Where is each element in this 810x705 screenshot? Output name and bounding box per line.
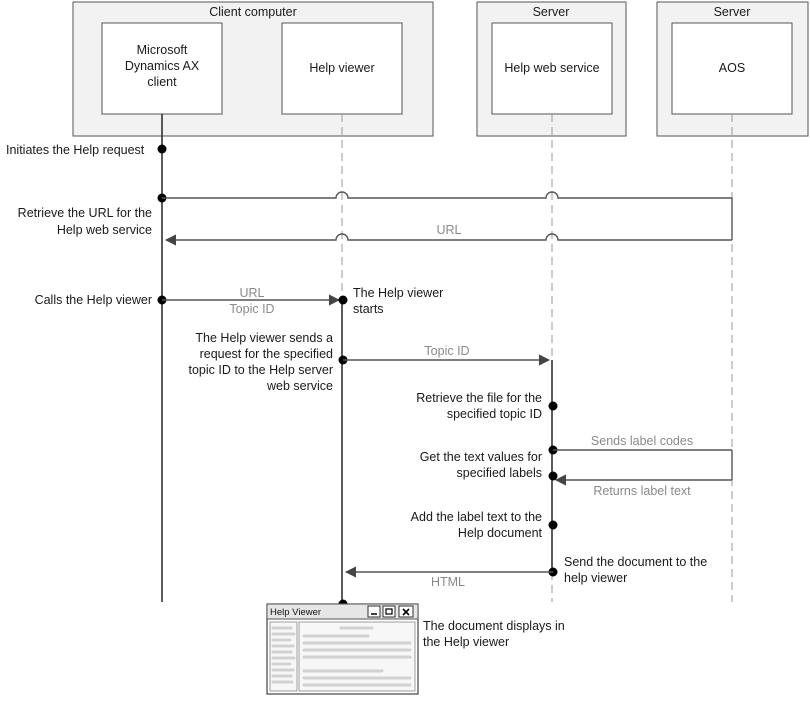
step-retrieve-file-line1: Retrieve the file for the	[416, 391, 542, 405]
step-viewer-sends-line2: request for the specified	[200, 347, 333, 361]
step-add-label-line1: Add the label text to the	[411, 510, 542, 524]
message-html-label: HTML	[431, 575, 465, 589]
step-retrieve-file-line2: specified topic ID	[447, 407, 542, 421]
step-send-doc-line1: Send the document to the	[564, 555, 707, 569]
step-retrieve-url-line1: Retrieve the URL for the	[18, 206, 152, 220]
participant-ax-client-line1: Microsoft	[137, 43, 188, 57]
message-url-return	[164, 233, 732, 246]
help-viewer-text-lines	[271, 626, 412, 687]
group-client-computer-label: Client computer	[209, 5, 297, 19]
message-returns-label-text-label: Returns label text	[593, 484, 691, 498]
step-doc-displays-line2: the Help viewer	[423, 635, 509, 649]
activation-dot	[157, 144, 167, 154]
participant-help-viewer: Help viewer	[281, 22, 403, 115]
step-viewer-sends-line4: web service	[266, 379, 333, 393]
step-viewer-starts-line1: The Help viewer	[353, 286, 443, 300]
message-url-return-label: URL	[436, 223, 461, 237]
message-call-viewer-label2: Topic ID	[229, 302, 274, 316]
help-viewer-window-title: Help Viewer	[270, 607, 321, 618]
step-viewer-starts-line2: starts	[353, 302, 384, 316]
step-get-text-line2: specified labels	[457, 466, 542, 480]
step-send-doc-line2: help viewer	[564, 571, 627, 585]
step-retrieve-url-line2: Help web service	[57, 223, 152, 237]
step-viewer-sends-line1: The Help viewer sends a	[195, 331, 333, 345]
participant-aos-label: AOS	[719, 61, 745, 75]
participant-help-web-service: Help web service	[491, 22, 613, 115]
activation-dot	[548, 520, 558, 530]
help-viewer-window: Help Viewer	[266, 603, 419, 695]
activation-dot	[548, 471, 558, 481]
step-calls-viewer: Calls the Help viewer	[35, 293, 152, 307]
maximize-icon	[382, 605, 396, 618]
participant-ax-client-line3: client	[147, 75, 177, 89]
step-viewer-sends-line3: topic ID to the Help server	[188, 363, 333, 377]
close-icon	[398, 605, 414, 618]
message-retrieve-url-request	[162, 191, 733, 240]
step-get-text-line1: Get the text values for	[420, 450, 542, 464]
participant-ax-client-line2: Dynamics AX	[125, 59, 200, 73]
group-server-help-label: Server	[533, 5, 570, 19]
activation-dot	[338, 295, 348, 305]
participant-help-viewer-label: Help viewer	[309, 61, 374, 75]
step-doc-displays-line1: The document displays in	[423, 619, 565, 633]
message-topic-id-label: Topic ID	[424, 344, 469, 358]
step-initiates: Initiates the Help request	[6, 143, 145, 157]
step-add-label-line2: Help document	[458, 526, 543, 540]
message-call-viewer-label1: URL	[239, 286, 264, 300]
activation-dot	[548, 401, 558, 411]
participant-ax-client: Microsoft Dynamics AX client	[101, 22, 223, 115]
participant-aos: AOS	[671, 22, 793, 115]
group-server-aos-label: Server	[714, 5, 751, 19]
message-sends-label-codes-label: Sends label codes	[591, 434, 693, 448]
participant-help-web-service-label: Help web service	[504, 61, 599, 75]
minimize-icon	[367, 605, 381, 618]
